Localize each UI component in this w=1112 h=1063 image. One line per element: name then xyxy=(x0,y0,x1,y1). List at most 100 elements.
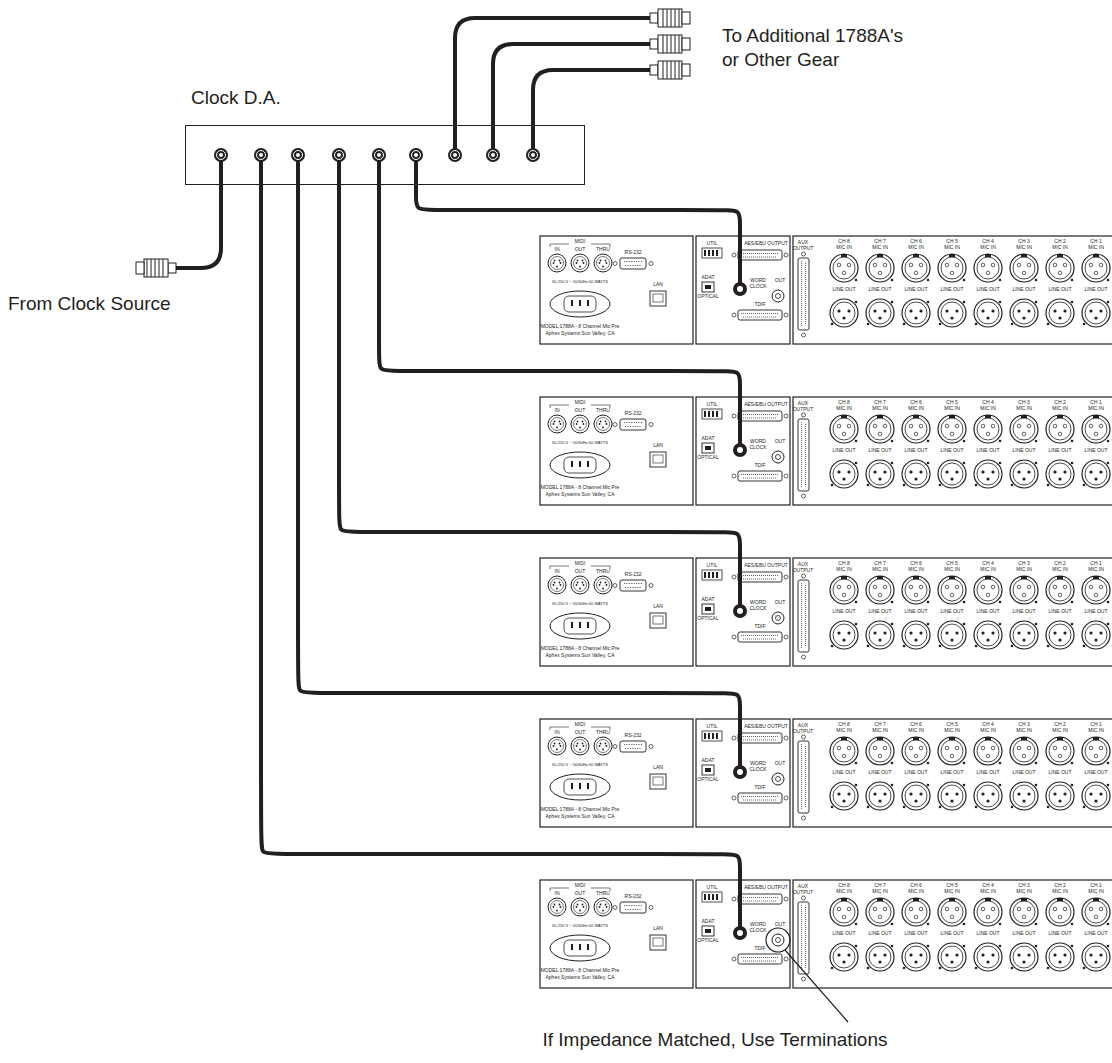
panel-label: MIDI xyxy=(575,722,586,728)
panel-label: LINE OUT xyxy=(904,931,927,937)
panel-label: IN xyxy=(555,891,560,897)
panel-label: TDIF xyxy=(754,785,765,791)
cable xyxy=(533,70,650,148)
clock-cable xyxy=(261,185,740,880)
panel-label: LINE OUT xyxy=(868,770,891,776)
panel-label: IN xyxy=(555,730,560,736)
clock-cable xyxy=(298,185,740,719)
panel-label: CH 2 MIC IN xyxy=(1051,239,1069,250)
panel-label: AES/EBU OUTPUT xyxy=(744,724,788,730)
panel-label: ADAT xyxy=(702,758,715,764)
panel-label: Aphex Systems Sun Valley, CA xyxy=(545,331,614,337)
panel-label: LINE OUT xyxy=(904,609,927,615)
callout-text: If Impedance Matched, Use Terminations xyxy=(543,1028,888,1052)
da-jacks xyxy=(214,148,540,162)
bnc-plug xyxy=(650,35,690,53)
panel-label: 90-250 V ~ 50/60Hz 60 WATTS xyxy=(552,441,608,445)
panel-label: LINE OUT xyxy=(976,931,999,937)
panel-label: CH 7 MIC IN xyxy=(871,239,889,250)
panel-label: LAN xyxy=(653,443,663,449)
panel-label: OUT xyxy=(775,600,786,606)
panel-label: LINE OUT xyxy=(940,287,963,293)
panel-label: TDIF xyxy=(754,463,765,469)
rear-panels xyxy=(540,236,1112,988)
panel-label: OPTICAL xyxy=(697,455,718,461)
rear-panel: MIDIINOUTTHRURS-23290-250 V ~ 50/60Hz 60… xyxy=(540,397,1112,505)
bnc-plug xyxy=(650,61,690,79)
panel-label: LINE OUT xyxy=(976,609,999,615)
panel-label: UTIL xyxy=(707,402,718,408)
panel-label: OUT xyxy=(775,761,786,767)
panel-label: CH 1 MIC IN xyxy=(1087,722,1105,733)
clock-cable xyxy=(379,185,740,397)
panel-label: LINE OUT xyxy=(1048,287,1071,293)
panel-label: RS-232 xyxy=(625,250,642,256)
panel-label: RS-232 xyxy=(625,572,642,578)
panel-label: OPTICAL xyxy=(697,777,718,783)
panel-label: IN xyxy=(555,408,560,414)
panel-label: CH 7 MIC IN xyxy=(871,561,889,572)
panel-label: CH 5 MIC IN xyxy=(943,561,961,572)
panel-label: Aphex Systems Sun Valley, CA xyxy=(545,492,614,498)
panel-label: CH 8 MIC IN xyxy=(835,883,853,894)
panel-label: LINE OUT xyxy=(1012,931,1035,937)
panel-label: THRU xyxy=(596,891,610,897)
panel-label: THRU xyxy=(596,247,610,253)
termination-callout xyxy=(766,928,790,952)
panel-label: 90-250 V ~ 50/60Hz 60 WATTS xyxy=(552,280,608,284)
panel-label: CH 3 MIC IN xyxy=(1015,400,1033,411)
panel-label: OUT xyxy=(575,891,586,897)
cable xyxy=(493,44,650,148)
callout-text: From Clock Source xyxy=(8,292,171,316)
panel-label: CH 4 MIC IN xyxy=(979,883,997,894)
panel-label: CH 1 MIC IN xyxy=(1087,400,1105,411)
rear-panel xyxy=(540,236,1112,344)
panel-label: AES/EBU OUTPUT xyxy=(744,885,788,891)
panel-label: OUT xyxy=(575,569,586,575)
panel-label: LINE OUT xyxy=(832,609,855,615)
panel-label: CH 4 MIC IN xyxy=(979,561,997,572)
bnc-plugs xyxy=(136,9,690,277)
panel-label: AUX OUTPUT xyxy=(792,240,814,251)
panel-label: LINE OUT xyxy=(940,609,963,615)
cable xyxy=(261,162,416,186)
panel-label: MODEL 1788A - 8 Channel Mic Pre xyxy=(541,646,620,652)
rear-panel xyxy=(540,880,1112,988)
panel-label: ADAT xyxy=(702,919,715,925)
panel-label: Aphex Systems Sun Valley, CA xyxy=(545,975,614,981)
panel-label: LINE OUT xyxy=(1012,448,1035,454)
panel-label: UTIL xyxy=(707,885,718,891)
panel-label: CH 1 MIC IN xyxy=(1087,561,1105,572)
panel-label: CH 6 MIC IN xyxy=(907,400,925,411)
panel-label: THRU xyxy=(596,408,610,414)
bnc-plug xyxy=(650,9,690,27)
panel-label: LAN xyxy=(653,765,663,771)
panel-label: AUX OUTPUT xyxy=(792,562,814,573)
panel-label: LAN xyxy=(653,282,663,288)
bnc-plug xyxy=(136,259,176,277)
panel-label: MODEL 1788A - 8 Channel Mic Pre xyxy=(541,485,620,491)
rear-panel: MIDIINOUTTHRURS-23290-250 V ~ 50/60Hz 60… xyxy=(540,880,1112,988)
panel-label: CH 2 MIC IN xyxy=(1051,400,1069,411)
panel-label: LINE OUT xyxy=(1084,609,1107,615)
panel-label: CH 4 MIC IN xyxy=(979,239,997,250)
panel-label: MODEL 1788A - 8 Channel Mic Pre xyxy=(541,807,620,813)
panel-label: LINE OUT xyxy=(868,287,891,293)
panel-label: 90-250 V ~ 50/60Hz 60 WATTS xyxy=(552,602,608,606)
panel-label: OUT xyxy=(775,922,786,928)
panel-label: IN xyxy=(555,247,560,253)
panel-label: OUT xyxy=(775,278,786,284)
rear-panel xyxy=(540,558,1112,666)
panel-label: Aphex Systems Sun Valley, CA xyxy=(545,653,614,659)
panel-label: MIDI xyxy=(575,561,586,567)
panel-label: MIDI xyxy=(575,400,586,406)
panel-label: TDIF xyxy=(754,302,765,308)
panel-label: CH 2 MIC IN xyxy=(1051,561,1069,572)
panel-label: AES/EBU OUTPUT xyxy=(744,563,788,569)
panel-label: CH 8 MIC IN xyxy=(835,722,853,733)
panel-label: 90-250 V ~ 50/60Hz 60 WATTS xyxy=(552,763,608,767)
cables xyxy=(176,18,650,268)
clock-cable xyxy=(339,185,740,558)
panel-label: CH 4 MIC IN xyxy=(979,400,997,411)
